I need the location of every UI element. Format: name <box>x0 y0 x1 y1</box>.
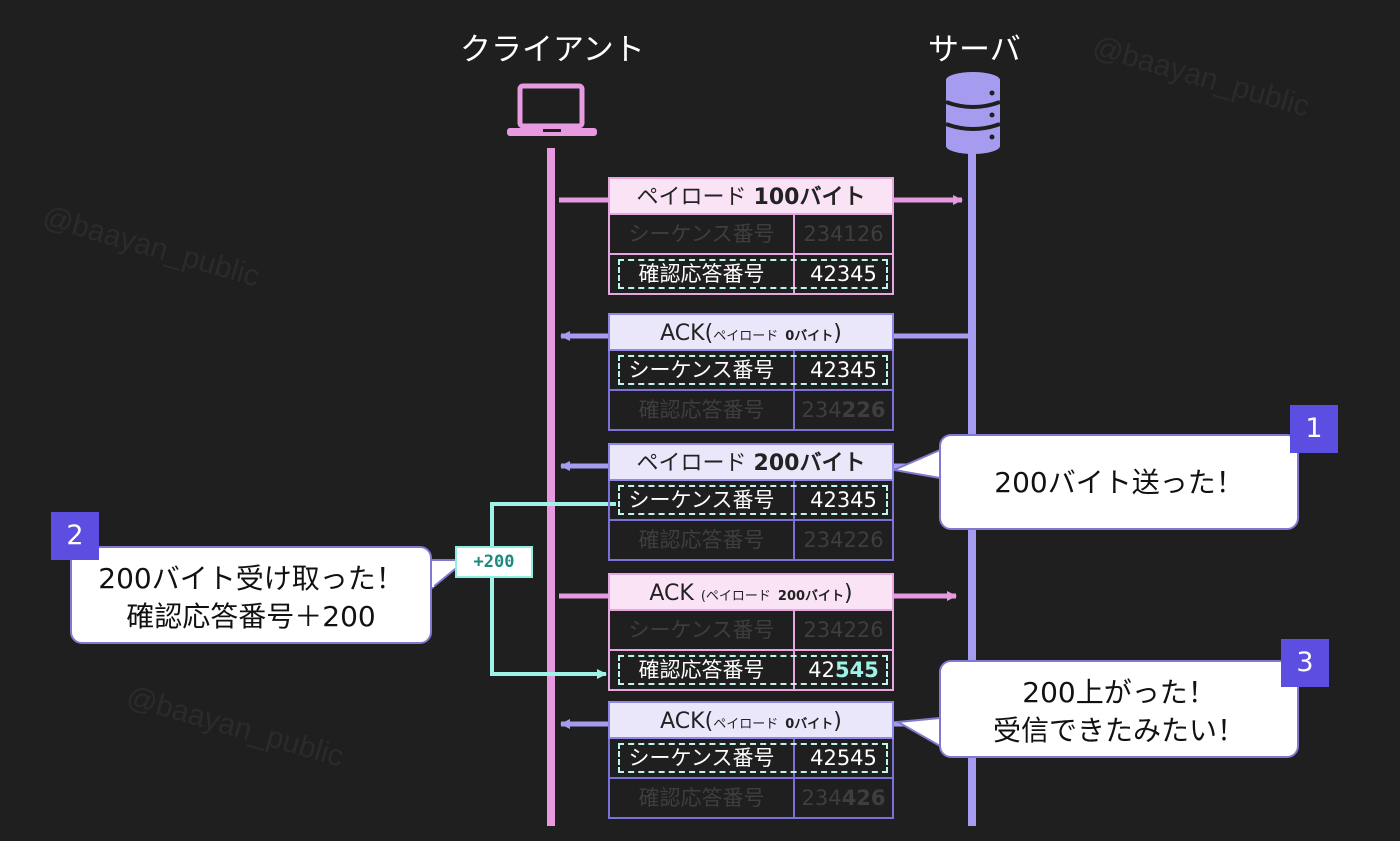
seq-label: シーケンス番号 <box>610 215 795 253</box>
ack-value: 42545 <box>808 658 879 682</box>
ack-label: 確認応答番号 <box>610 391 795 429</box>
ack-label: 確認応答番号 <box>610 255 795 293</box>
seq-value: 42345 <box>810 358 877 382</box>
seq-label: シーケンス番号 <box>610 481 795 519</box>
callout-text: 受信できたみたい！ <box>992 714 1245 747</box>
seq-row: シーケンス番号 234126 <box>608 215 894 255</box>
message-header: ACK(ペイロード 0バイト) <box>608 701 894 739</box>
ack-row: 確認応答番号 42345 <box>608 255 894 295</box>
callout-text: 200バイト受け取った！ <box>98 562 404 595</box>
seq-row: シーケンス番号 42345 <box>608 481 894 521</box>
seq-value: 234226 <box>803 618 884 642</box>
plus-200-label: +200 <box>455 546 533 578</box>
seq-label: シーケンス番号 <box>610 611 795 649</box>
ack-label: 確認応答番号 <box>610 521 795 559</box>
plus-200-connector <box>490 502 616 679</box>
seq-label: シーケンス番号 <box>610 351 795 389</box>
seq-row: シーケンス番号 42545 <box>608 739 894 779</box>
seq-label: シーケンス番号 <box>610 739 795 777</box>
message-header: ACK(ペイロード 0バイト) <box>608 313 894 351</box>
seq-row: シーケンス番号 42345 <box>608 351 894 391</box>
callout-badge-3: 3 <box>1281 639 1329 687</box>
callout-badge-2: 2 <box>51 512 99 560</box>
ack-label: 確認応答番号 <box>610 779 795 817</box>
seq-row: シーケンス番号 234226 <box>608 611 894 651</box>
ack-row: 確認応答番号 234426 <box>608 779 894 819</box>
ack-row: 確認応答番号 42545 <box>608 651 894 691</box>
laptop-icon <box>507 83 597 136</box>
ack-label: 確認応答番号 <box>610 651 795 689</box>
seq-value: 42545 <box>810 746 877 770</box>
callout-1: 200バイト送った！ <box>939 434 1299 530</box>
client-title: クライアント <box>460 32 645 68</box>
callout-3: 200上がった！ 受信できたみたい！ <box>939 660 1299 758</box>
server-title: サーバ <box>928 32 1021 68</box>
callout-badge-1: 1 <box>1290 405 1338 453</box>
callout-text: 確認応答番号＋200 <box>126 600 376 633</box>
ack-value: 42345 <box>810 262 877 286</box>
message-ack-0-final: ACK(ペイロード 0バイト) シーケンス番号 42545 確認応答番号 234… <box>608 701 894 819</box>
database-icon <box>945 72 1001 154</box>
callout-2: 200バイト受け取った！ 確認応答番号＋200 <box>70 546 432 644</box>
message-payload-200: ペイロード 200バイト シーケンス番号 42345 確認応答番号 234226 <box>608 443 894 561</box>
ack-value: 234426 <box>801 786 886 810</box>
message-ack-200: ACK (ペイロード 200バイト) シーケンス番号 234226 確認応答番号… <box>608 573 894 691</box>
callout-text: 200上がった！ <box>1022 676 1216 709</box>
seq-value: 234126 <box>803 222 884 246</box>
message-header: ペイロード 200バイト <box>608 443 894 481</box>
message-payload-100: ペイロード 100バイト シーケンス番号 234126 確認応答番号 42345 <box>608 177 894 295</box>
ack-value: 234226 <box>803 528 884 552</box>
message-header: ペイロード 100バイト <box>608 177 894 215</box>
ack-row: 確認応答番号 234226 <box>608 391 894 431</box>
callout-text: 200バイト送った！ <box>994 466 1244 499</box>
ack-row: 確認応答番号 234226 <box>608 521 894 561</box>
ack-value: 234226 <box>801 398 886 422</box>
message-header: ACK (ペイロード 200バイト) <box>608 573 894 611</box>
seq-value: 42345 <box>810 488 877 512</box>
message-ack-0: ACK(ペイロード 0バイト) シーケンス番号 42345 確認応答番号 234… <box>608 313 894 431</box>
